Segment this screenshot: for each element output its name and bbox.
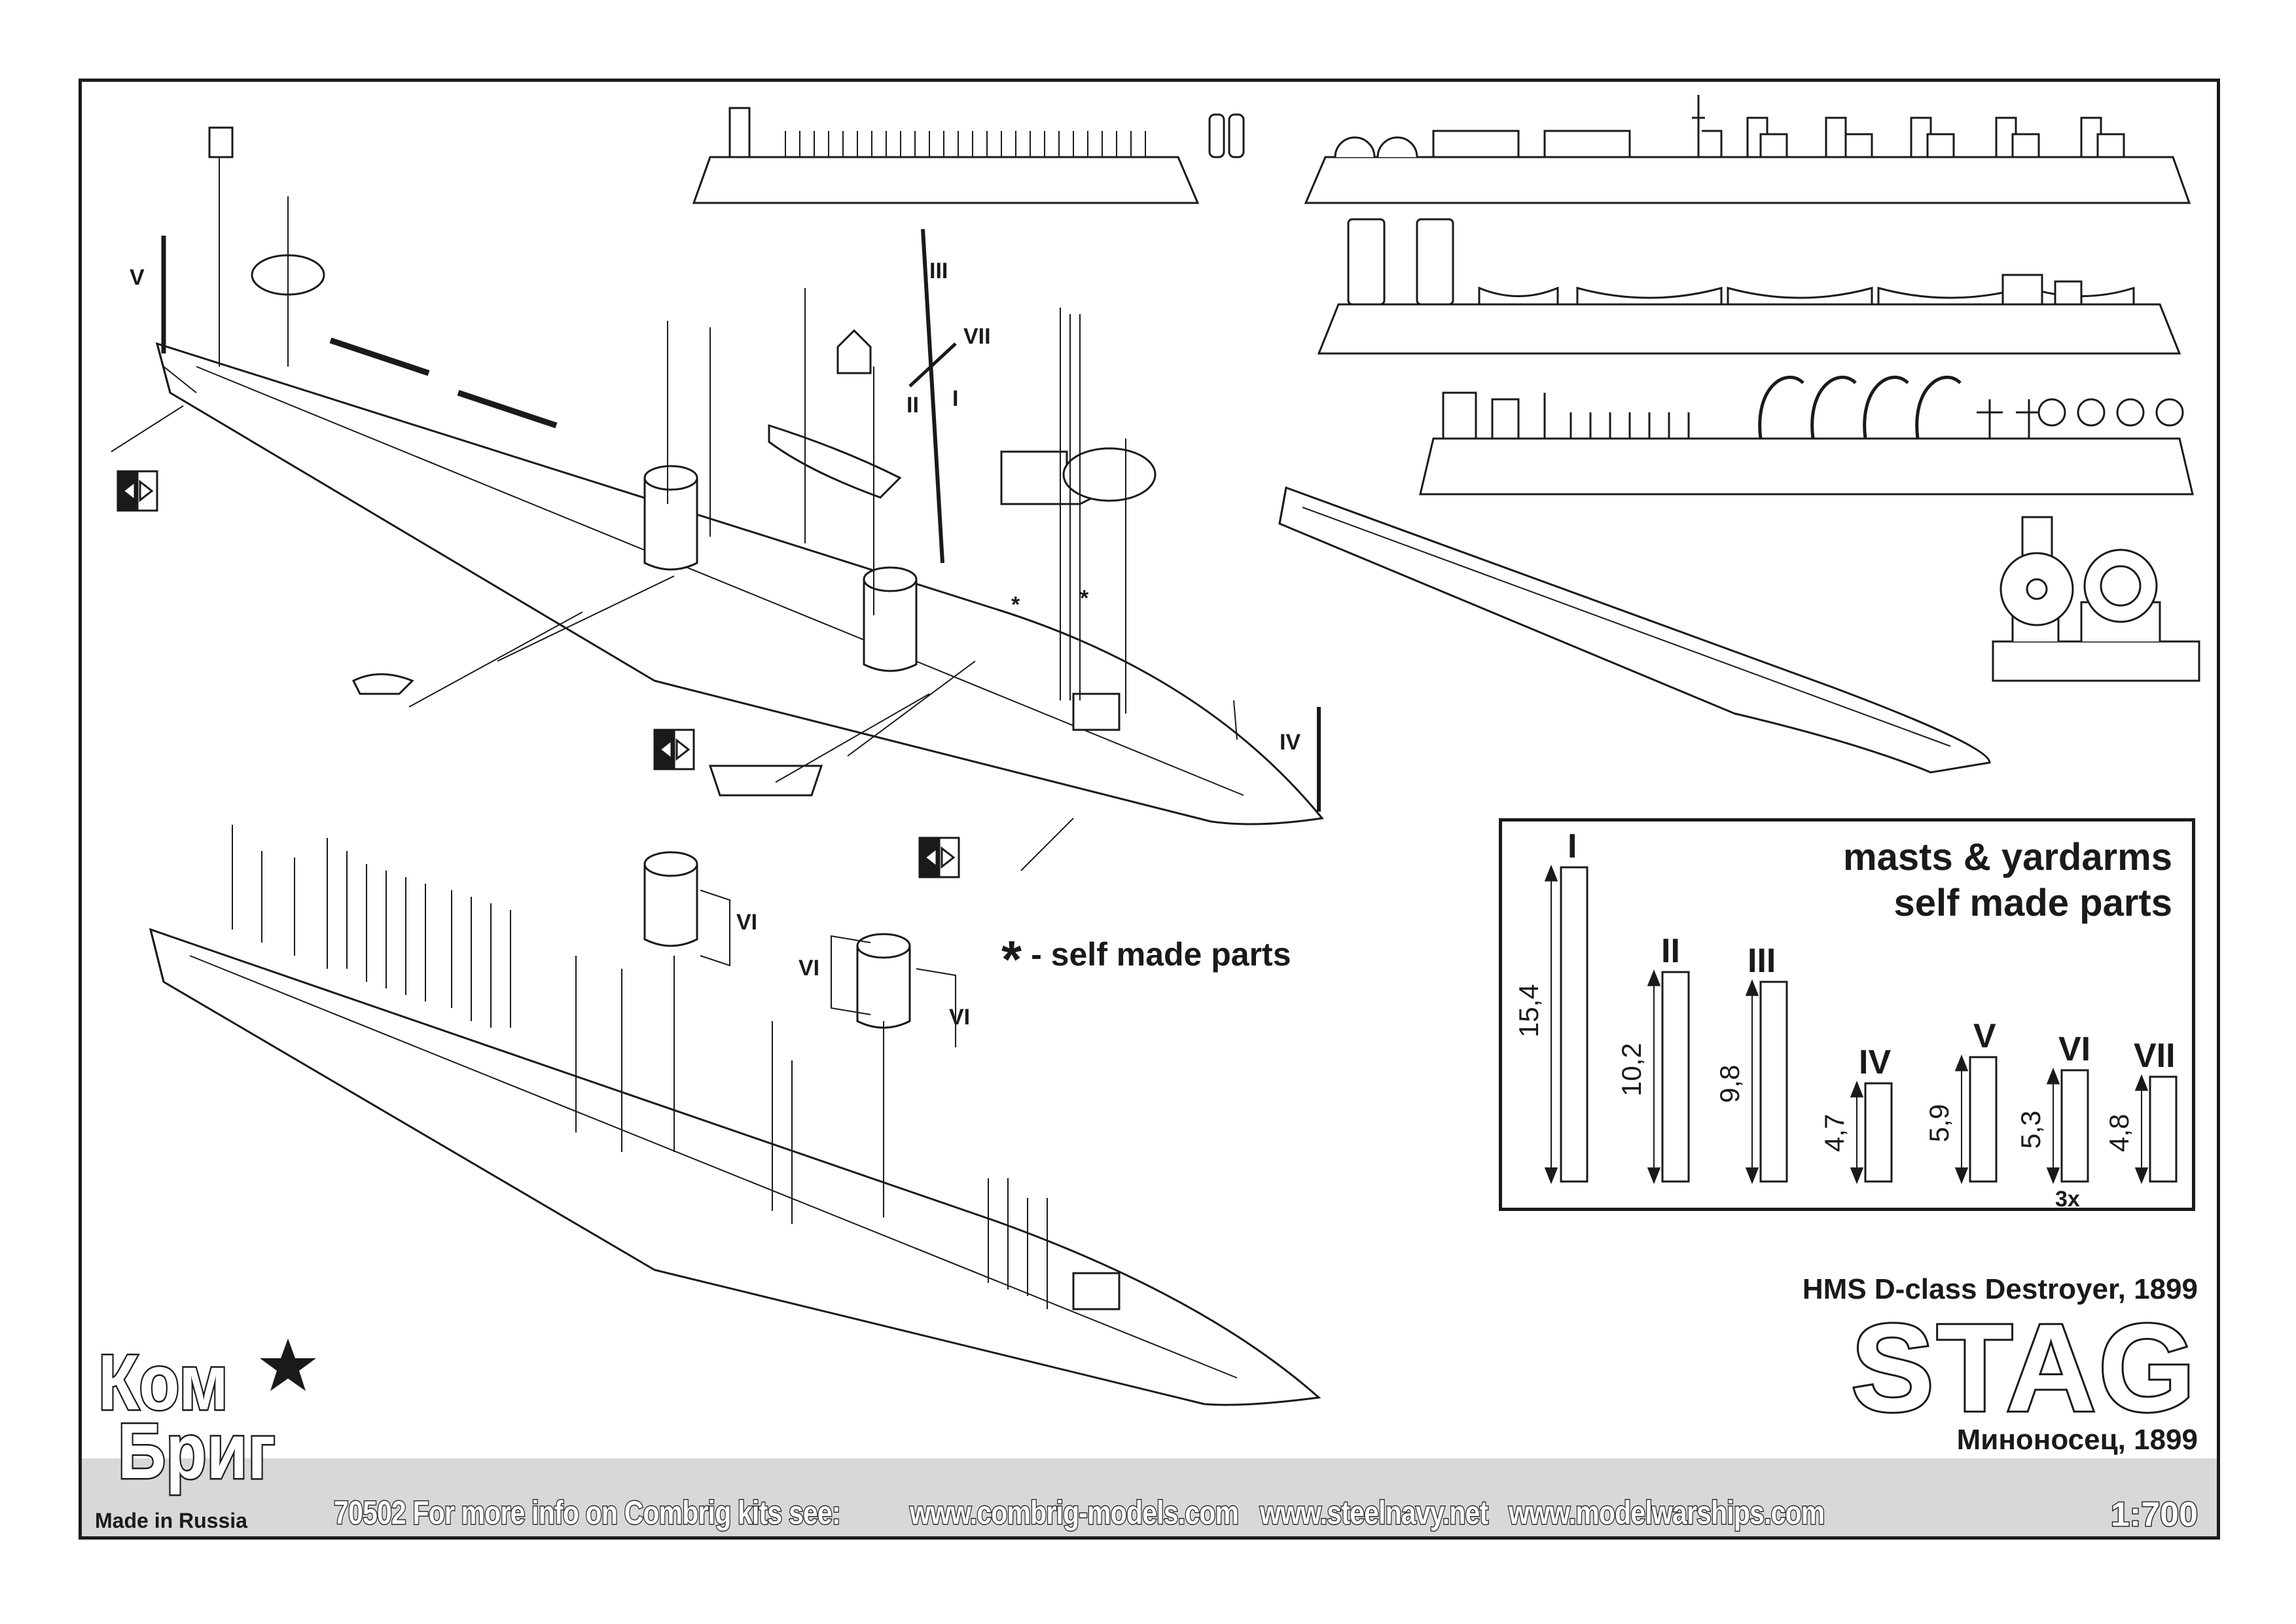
legend-drawing: I 15,4 II 10,2 III 9,8 [1513, 827, 2178, 1208]
link-modelwarships[interactable]: www.modelwarships.com [1508, 1494, 1826, 1532]
legend-part-IV: IV 4,7 [1819, 1043, 1893, 1185]
callout-star-b: * [1080, 586, 1089, 611]
attach-arrow-left [117, 470, 158, 512]
callout-VII: VII [963, 324, 991, 349]
legend-length-II: 10,2 [1616, 1043, 1647, 1096]
finished-hull-view [1278, 486, 1991, 774]
ship-name: STAG [1849, 1299, 2198, 1437]
legend-label-V: V [1973, 1017, 1996, 1055]
legend-length-VI: 5,3 [2015, 1111, 2046, 1149]
logo-line1: Ком [97, 1339, 230, 1426]
callout-II: II [906, 393, 919, 418]
legend-length-I: 15,4 [1513, 984, 1544, 1038]
sprue-strip-2 [1304, 95, 2191, 204]
legend-qty-VI: 3x [2055, 1187, 2080, 1208]
star-logo-icon [260, 1339, 316, 1391]
kit-scale: 1:700 [2110, 1495, 2199, 1535]
legend-label-VI: VI [2058, 1030, 2090, 1068]
legend-label-II: II [1661, 932, 1680, 970]
callout-IV: IV [1280, 730, 1300, 755]
legend-part-III: III 9,8 [1714, 942, 1788, 1185]
sheet-frame [79, 79, 2220, 1540]
sprue-strip-3 [1317, 218, 2181, 355]
made-in-russia: Made in Russia [95, 1509, 247, 1532]
legend-length-IV: 4,7 [1819, 1114, 1850, 1152]
legend-label-I: I [1568, 827, 1577, 865]
legend-length-VII: 4,8 [2104, 1114, 2134, 1152]
exploded-hull-upper [111, 126, 1324, 878]
legend-length-III: 9,8 [1714, 1065, 1745, 1103]
legend-length-V: 5,9 [1924, 1104, 1954, 1142]
self-made-note: *- self made parts [1001, 929, 1291, 990]
exploded-hull-lower [149, 825, 1321, 1406]
callout-V: V [130, 265, 145, 290]
callout-I: I [952, 386, 958, 411]
legend-label-VII: VII [2134, 1037, 2176, 1075]
kit-subtitle: HMS D-class Destroyer, 1899 [1802, 1273, 2198, 1305]
legend-title-line2: self made parts [1893, 882, 2172, 924]
legend-part-I: I 15,4 [1513, 827, 1588, 1185]
link-steelnavy[interactable]: www.steelnavy.net [1259, 1494, 1490, 1532]
sprue-strip-4 [1419, 375, 2194, 496]
legend-label-IV: IV [1859, 1043, 1891, 1081]
masts-legend: masts & yardarms self made parts I 15,4 … [1499, 818, 2195, 1211]
footer-band [82, 1458, 2217, 1536]
legend-label-III: III [1748, 942, 1776, 980]
sprue-winch [1992, 516, 2200, 682]
callout-VI-c: VI [949, 1005, 970, 1030]
callout-III: III [929, 259, 948, 283]
link-combrig[interactable]: www.combrig-models.com [909, 1494, 1240, 1532]
combrig-logo: Ком Бриг [97, 1339, 303, 1495]
callout-star-a: * [1011, 592, 1020, 617]
callout-VI-a: VI [736, 910, 757, 935]
legend-part-VII: VII 4,8 [2104, 1037, 2178, 1185]
legend-title: masts & yardarms self made parts [1843, 835, 2172, 926]
russian-name: Миноносец, 1899 [1956, 1424, 2198, 1456]
legend-title-line1: masts & yardarms [1843, 836, 2172, 878]
callout-VI-b: VI [798, 956, 819, 981]
sprue-strip-1 [692, 107, 1245, 204]
legend-part-II: II 10,2 [1616, 932, 1690, 1185]
attach-arrow-mid [653, 729, 695, 770]
logo-line2: Бриг [117, 1407, 277, 1495]
self-made-note-text: - self made parts [1031, 936, 1291, 973]
footer-info: 70502 For more info on Combrig kits see: [333, 1494, 842, 1532]
legend-part-V: V 5,9 [1924, 1017, 1998, 1185]
attach-arrow-low [918, 837, 960, 878]
legend-part-VI: VI 5,3 3x [2015, 1030, 2090, 1208]
star-symbol: * [1001, 930, 1022, 988]
